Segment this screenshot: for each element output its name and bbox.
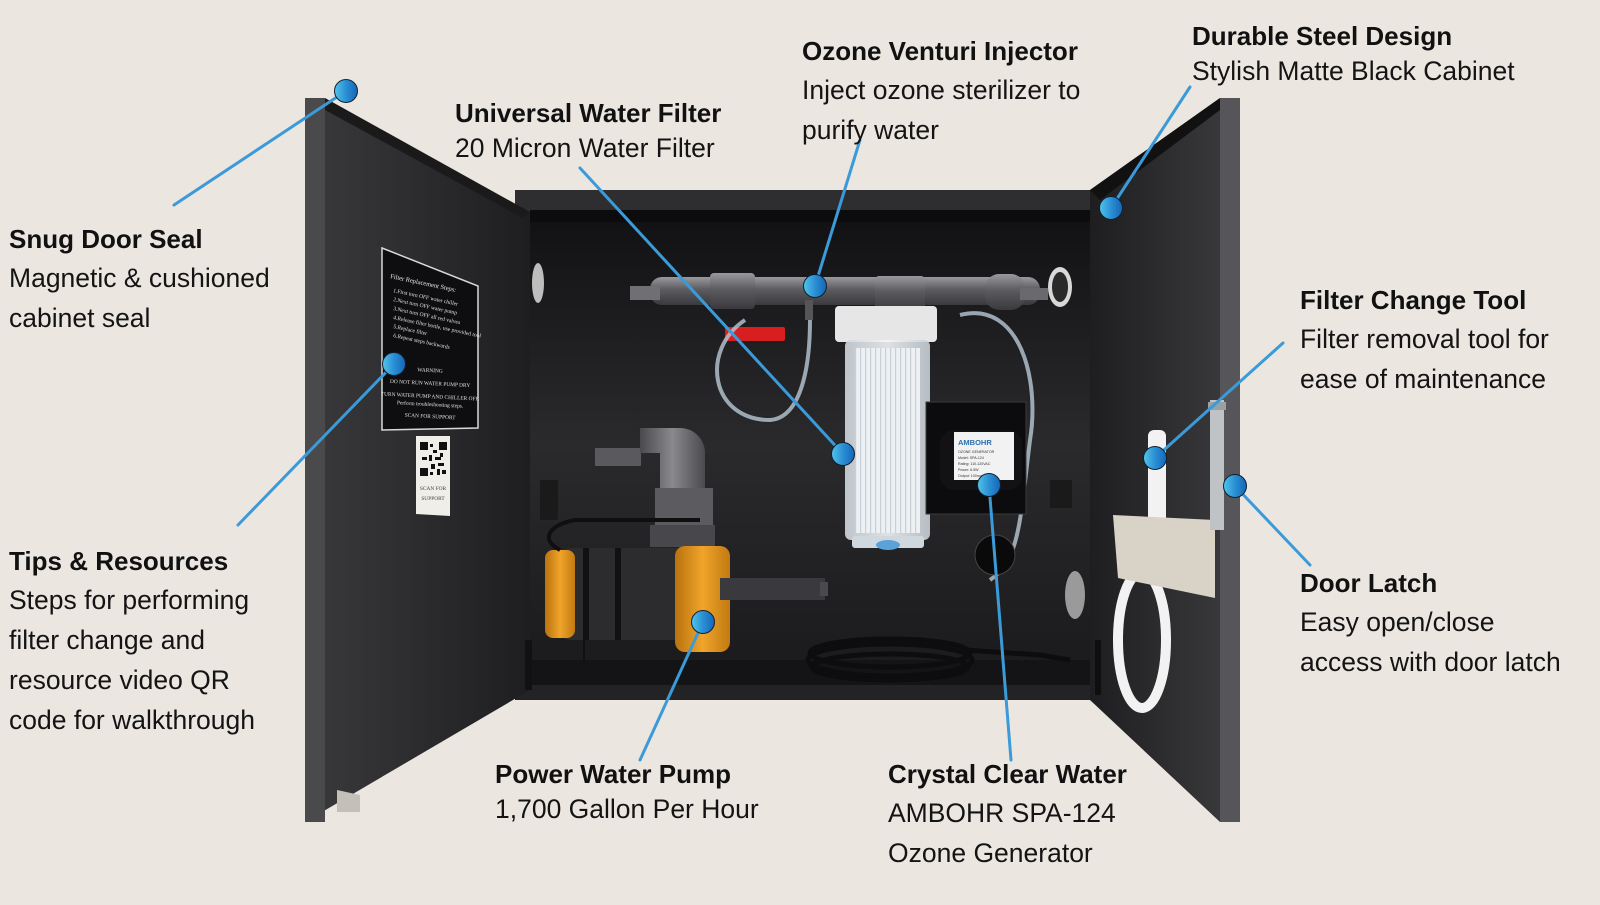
callout-desc: Easy open/close access with door latch — [1300, 607, 1561, 677]
callout-title: Ozone Venturi Injector — [802, 36, 1078, 66]
marker-dot-icon-universal-water-filter[interactable] — [831, 442, 855, 466]
svg-text:WARNING: WARNING — [417, 367, 443, 374]
svg-text:Perform troubleshooting steps.: Perform troubleshooting steps. — [397, 399, 464, 409]
door-instruction-sign: Filter Replacement Steps: 1.First turn O… — [381, 246, 482, 431]
callout-title: Durable Steel Design — [1192, 21, 1453, 51]
callout-tips-resources: Tips & Resources Steps for performing fi… — [9, 548, 255, 740]
marker-dot-icon-crystal-clear-water[interactable] — [977, 473, 1001, 497]
water-pump — [545, 428, 828, 660]
callout-title: Crystal Clear Water — [888, 759, 1127, 789]
callout-title: Filter Change Tool — [1300, 285, 1527, 315]
callout-crystal-clear-water: Crystal Clear Water AMBOHR SPA-124 Ozone… — [888, 761, 1127, 873]
callout-universal-water-filter: Universal Water Filter 20 Micron Water F… — [455, 100, 721, 164]
callout-filter-change-tool: Filter Change Tool Filter removal tool f… — [1300, 287, 1549, 399]
svg-text:Model: SPA-124: Model: SPA-124 — [958, 456, 984, 460]
callout-desc: 1,700 Gallon Per Hour — [495, 794, 759, 824]
marker-dot-icon-ozone-venturi-injector[interactable] — [803, 274, 827, 298]
callout-lines — [172, 85, 1312, 762]
callout-title: Snug Door Seal — [9, 224, 203, 254]
marker-dot-icon-door-latch[interactable] — [1223, 474, 1247, 498]
ozone-generator: AMBOHR OZONE GENERATOR Model: SPA-124 Ra… — [925, 401, 1027, 576]
marker-dot-icon-snug-door-seal[interactable] — [334, 79, 358, 103]
marker-dot-icon-durable-steel-design[interactable] — [1099, 196, 1123, 220]
callout-title: Tips & Resources — [9, 546, 229, 576]
callout-desc: 20 Micron Water Filter — [455, 133, 715, 163]
callout-title: Universal Water Filter — [455, 98, 722, 128]
callout-title: Door Latch — [1300, 568, 1438, 598]
svg-text:Power: 6.5W: Power: 6.5W — [958, 468, 979, 472]
power-cord — [805, 636, 1071, 683]
red-valve-icon — [725, 327, 785, 341]
water-filter-housing — [835, 306, 937, 550]
callout-desc: Steps for performing filter change and r… — [9, 585, 256, 735]
callout-desc: Magnetic & cushioned cabinet seal — [9, 263, 270, 333]
callout-desc: AMBOHR SPA-124 Ozone Generator — [888, 798, 1116, 868]
svg-text:DO NOT RUN WATER PUMP DRY: DO NOT RUN WATER PUMP DRY — [390, 379, 471, 389]
callout-power-water-pump: Power Water Pump 1,700 Gallon Per Hour — [495, 761, 759, 825]
svg-text:TURN WATER PUMP AND CHILLER OF: TURN WATER PUMP AND CHILLER OFF. — [381, 391, 480, 402]
callout-durable-steel-design: Durable Steel Design Stylish Matte Black… — [1192, 23, 1515, 87]
filter-wrench-tool — [1113, 430, 1215, 713]
marker-dot-icon-power-water-pump[interactable] — [691, 610, 715, 634]
callout-desc: Filter removal tool for ease of maintena… — [1300, 324, 1549, 394]
svg-text:SCAN FOR: SCAN FOR — [420, 486, 447, 492]
svg-text:SCAN FOR SUPPORT: SCAN FOR SUPPORT — [404, 413, 456, 422]
callout-ozone-venturi-injector: Ozone Venturi Injector Inject ozone ster… — [802, 38, 1080, 150]
callout-snug-door-seal: Snug Door Seal Magnetic & cushioned cabi… — [9, 226, 270, 338]
callout-title: Power Water Pump — [495, 759, 731, 789]
svg-text:Output: 100mg/h: Output: 100mg/h — [958, 474, 985, 478]
marker-dot-icon-tips-resources[interactable] — [382, 352, 406, 376]
door-latch-bar — [1208, 400, 1226, 530]
svg-text:AMBOHR: AMBOHR — [958, 438, 992, 447]
callout-door-latch: Door Latch Easy open/close access with d… — [1300, 570, 1561, 682]
callout-desc: Stylish Matte Black Cabinet — [1192, 56, 1515, 86]
svg-text:OZONE GENERATOR: OZONE GENERATOR — [958, 450, 995, 454]
marker-dot-icon-filter-change-tool[interactable] — [1143, 446, 1167, 470]
qr-code-card: SCAN FOR SUPPORT — [416, 436, 450, 516]
callout-desc: Inject ozone sterilizer to purify water — [802, 75, 1081, 145]
svg-text:Rating: 110-120VAC: Rating: 110-120VAC — [958, 462, 991, 466]
svg-text:SUPPORT: SUPPORT — [421, 496, 445, 502]
